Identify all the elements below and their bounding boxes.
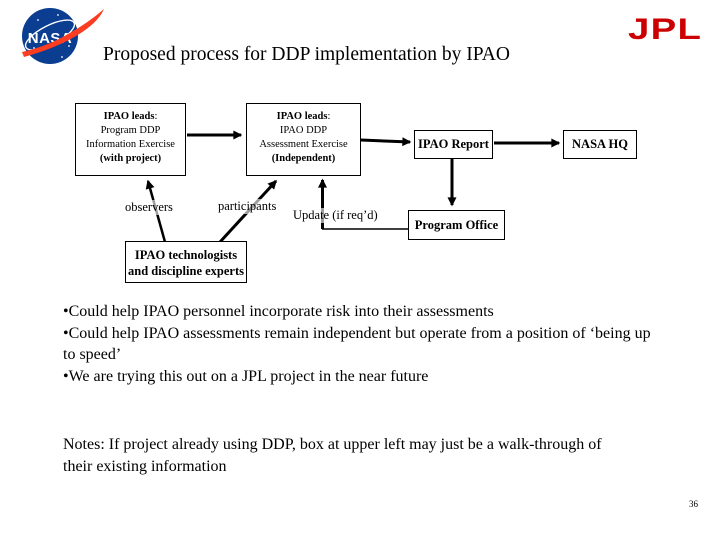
box-line: (with project) (99, 153, 162, 164)
box-nasa-hq: NASA HQ (563, 130, 637, 159)
box-heading: IPAO leads: (276, 111, 331, 122)
bullet-list: •Could help IPAO personnel incorporate r… (63, 301, 653, 387)
bullet-item: •We are trying this out on a JPL project… (63, 367, 429, 385)
box-line: and discipline experts (128, 264, 244, 278)
box-line: Information Exercise (86, 139, 175, 150)
label-participants: participants (217, 199, 278, 214)
box-ipao-report: IPAO Report (414, 130, 493, 159)
box-program-ddp: IPAO leads: Program DDP Information Exer… (75, 103, 186, 176)
box-line: Program DDP (100, 125, 161, 136)
box-program-office: Program Office (408, 210, 505, 240)
label-observers: observers (124, 200, 174, 215)
box-heading: IPAO leads: (103, 111, 158, 122)
box-assessment: IPAO leads: IPAO DDP Assessment Exercise… (246, 103, 361, 176)
box-line: IPAO DDP (279, 125, 328, 136)
bullet-item: •Could help IPAO assessments remain inde… (63, 324, 651, 364)
bullet-marker: • (63, 303, 69, 320)
box-technologists: IPAO technologists and discipline expert… (125, 241, 247, 283)
notes-text: Notes: If project already using DDP, box… (63, 436, 602, 475)
nasa-logo-icon: NASA (22, 8, 104, 64)
arrow-assessment-to-report (360, 137, 412, 147)
page-title: Proposed process for DDP implementation … (103, 44, 510, 65)
bullet-marker: • (63, 367, 69, 385)
box-line: Assessment Exercise (259, 139, 348, 150)
box-line: IPAO technologists (134, 248, 238, 262)
bullet-item: •Could help IPAO personnel incorporate r… (63, 303, 494, 320)
bullet-marker: • (63, 324, 69, 342)
page-number: 36 (689, 499, 698, 509)
box-line: (Independent) (271, 153, 336, 164)
label-update: Update (if req’d) (292, 208, 379, 223)
jpl-logo: JPL (628, 13, 703, 46)
